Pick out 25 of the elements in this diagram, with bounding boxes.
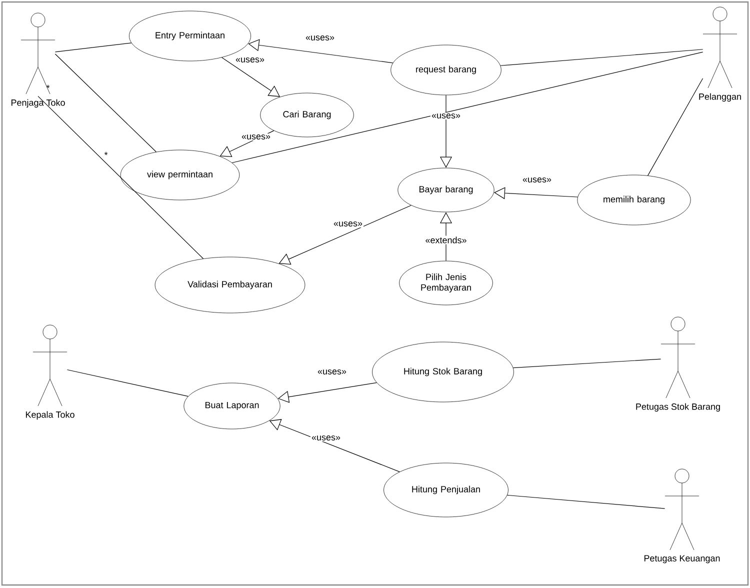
multiplicity-mark: *	[104, 152, 108, 156]
actor-name: Petugas Stok Barang	[636, 403, 720, 412]
edge-label: «uses»	[522, 176, 553, 184]
edge-label: «uses»	[430, 112, 462, 120]
connector	[500, 49, 704, 66]
actor-name: Pelanggan	[699, 93, 741, 102]
connector	[512, 358, 662, 368]
connector	[54, 42, 132, 52]
connector	[506, 494, 666, 509]
edge-label: «uses»	[316, 368, 348, 376]
edge-label: «uses»	[332, 220, 364, 228]
connector	[232, 52, 704, 164]
connector	[66, 369, 188, 397]
edge-label: «uses»	[304, 34, 336, 42]
connector	[248, 39, 394, 64]
actor-name: Petugas Keuangan	[644, 555, 720, 564]
actor-name: Kepala Toko	[26, 411, 74, 420]
actor-name: Penjaga Toko	[11, 99, 65, 108]
connector	[54, 54, 156, 152]
connector	[648, 78, 704, 176]
connector	[38, 96, 204, 259]
multiplicity-mark: *	[46, 84, 50, 88]
edge-label: «extends»	[424, 236, 468, 244]
edge-label: «uses»	[310, 434, 342, 442]
edge-label: «uses»	[240, 134, 272, 140]
